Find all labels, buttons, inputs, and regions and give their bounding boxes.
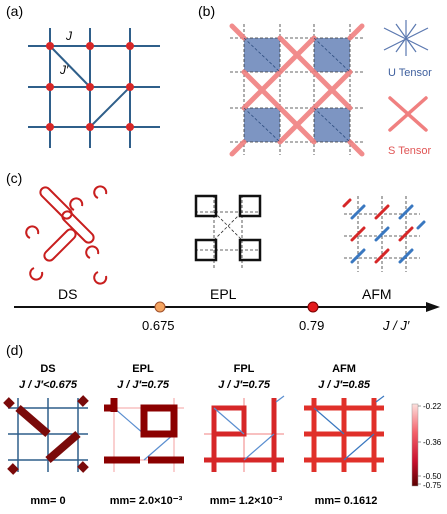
colorbar-tick-4: -0.75 xyxy=(423,481,442,490)
colorbar-ticks xyxy=(418,405,421,485)
col-ds-ratio: J / J′<0.675 xyxy=(19,379,78,391)
ds-dimer-pictogram xyxy=(25,185,108,285)
phase-afm-label: AFM xyxy=(362,286,392,302)
afm-spin-pictogram xyxy=(342,196,426,272)
panel-b-label: (b) xyxy=(198,3,215,19)
panel-b-u-tensor-diagonals xyxy=(243,37,351,143)
panel-d-label: (d) xyxy=(6,342,23,358)
colorbar-tick-1: -0.22 xyxy=(423,402,442,411)
panel-a-sites xyxy=(46,42,134,131)
col-epl-title: EPL xyxy=(132,363,154,375)
s-tensor-label: S Tensor xyxy=(388,145,432,157)
colorbar-tick-3: -0.50 xyxy=(423,472,442,481)
panel-c-label: (c) xyxy=(6,170,22,186)
col-afm-ratio: J / J′=0.85 xyxy=(318,379,371,391)
u-tensor-label: U Tensor xyxy=(388,67,432,79)
epl-plaquette-pictogram xyxy=(194,194,262,270)
panel-a-label: (a) xyxy=(6,3,23,19)
col-ds-title: DS xyxy=(40,363,55,375)
s-tensor-legend-icon xyxy=(388,96,428,132)
col-fpl-title: FPL xyxy=(234,363,255,375)
col-ds-mm: mm= 0 xyxy=(30,495,65,507)
afm-bond-heatmap xyxy=(304,395,385,472)
col-epl-mm: mm= 2.0×10⁻³ xyxy=(110,495,183,507)
coupling-jprime-label: J′ xyxy=(59,63,69,77)
ds-bond-heatmap xyxy=(3,395,89,475)
critical-point-079 xyxy=(307,301,319,313)
fpl-bond-heatmap xyxy=(204,395,285,472)
jprime-bond xyxy=(49,45,91,88)
phase-ds-label: DS xyxy=(58,286,77,302)
colorbar-tick-2: -0.36 xyxy=(423,438,442,447)
phase-epl-label: EPL xyxy=(210,286,237,302)
u-tensor-legend-icon xyxy=(383,20,429,56)
col-fpl-mm: mm= 1.2×10⁻³ xyxy=(210,495,283,507)
coupling-j-label: J xyxy=(65,29,73,43)
panel-b-s-tensor-bonds xyxy=(229,23,365,157)
critical-value-079: 0.79 xyxy=(299,318,324,333)
axis-label-ratio: J / J′ xyxy=(382,318,410,333)
col-afm-mm: mm= 0.1612 xyxy=(315,495,378,507)
col-fpl-ratio: J / J′=0.75 xyxy=(218,379,271,391)
col-epl-ratio: J / J′=0.75 xyxy=(117,379,170,391)
critical-value-0675: 0.675 xyxy=(142,318,175,333)
col-afm-title: AFM xyxy=(332,363,356,375)
colorbar xyxy=(411,403,419,487)
epl-bond-heatmap xyxy=(104,398,184,472)
critical-point-0675 xyxy=(154,301,166,313)
phase-axis xyxy=(14,301,440,313)
panel-b-dashed-grid xyxy=(230,24,365,155)
